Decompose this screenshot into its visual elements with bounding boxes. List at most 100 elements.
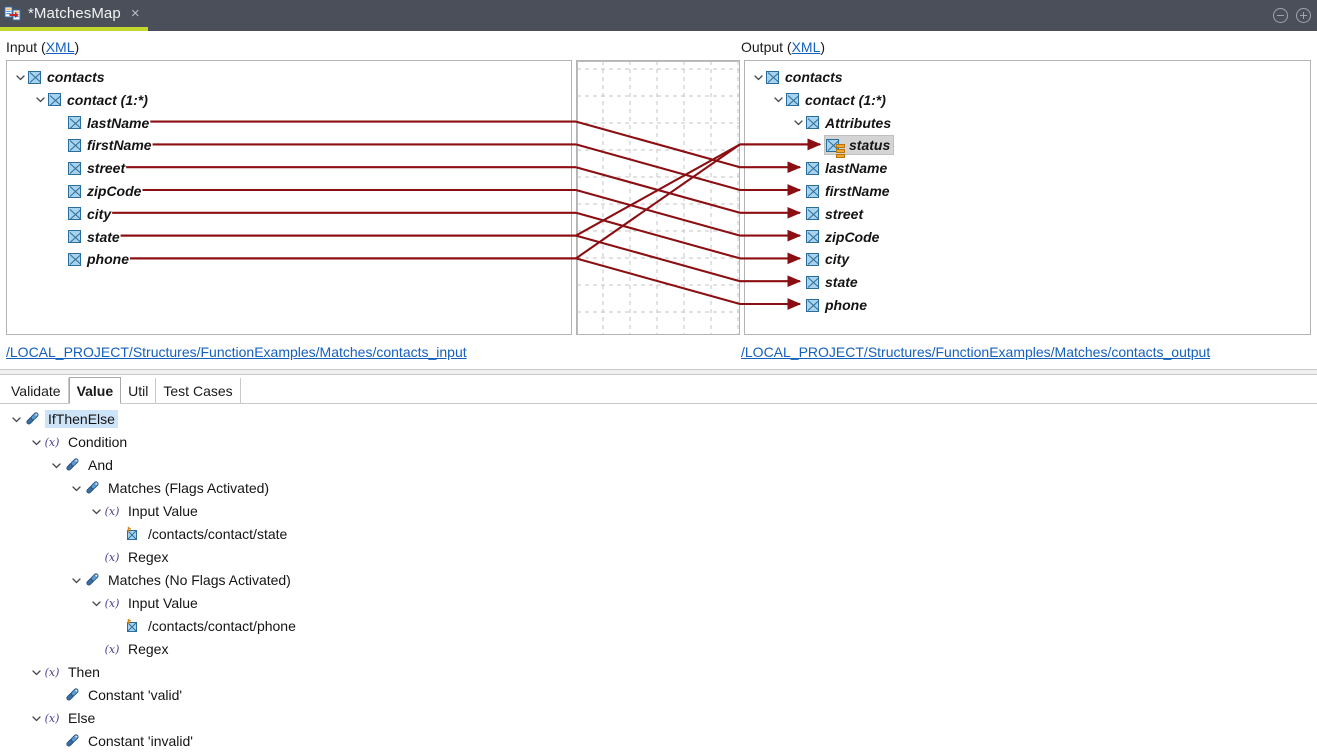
output-tree-row[interactable]: status: [745, 134, 895, 158]
chevron-down-icon[interactable]: [8, 408, 24, 430]
parameter-icon: (x): [104, 641, 120, 657]
chevron-down-icon[interactable]: [28, 431, 44, 453]
chevron-down-icon[interactable]: [771, 89, 785, 111]
tab-validate[interactable]: Validate: [4, 378, 69, 404]
tab-test-cases[interactable]: Test Cases: [156, 378, 241, 404]
output-tree-row[interactable]: phone: [745, 294, 870, 316]
editor-tab-matchesmap[interactable]: *MatchesMap ×: [0, 0, 148, 31]
tree-node[interactable]: contacts: [27, 68, 108, 86]
function-tree-row[interactable]: Matches (Flags Activated): [0, 477, 272, 499]
input-header: Input (XML): [6, 39, 79, 55]
tree-node[interactable]: lastName: [805, 159, 890, 177]
parameter-icon: (x): [44, 710, 60, 726]
tree-node[interactable]: firstName: [805, 182, 893, 200]
output-xml-link[interactable]: XML: [791, 39, 821, 55]
input-tree-row[interactable]: lastName: [7, 112, 152, 134]
tree-node[interactable]: contacts: [765, 68, 846, 86]
tab-label: Value: [76, 382, 114, 399]
function-tree-row[interactable]: (x)Regex: [0, 546, 171, 568]
input-tree-row[interactable]: firstName: [7, 134, 155, 156]
output-tree-row[interactable]: Attributes: [745, 112, 894, 134]
xpath-icon: [124, 618, 140, 634]
tree-node[interactable]: firstName: [67, 136, 155, 154]
tree-node[interactable]: phone: [67, 250, 132, 268]
chevron-down-icon[interactable]: [88, 500, 104, 522]
output-tree-row[interactable]: zipCode: [745, 226, 882, 248]
output-tree-row[interactable]: city: [745, 248, 852, 270]
input-path-link[interactable]: /LOCAL_PROJECT/Structures/FunctionExampl…: [6, 344, 467, 360]
input-tree-row[interactable]: contact (1:*): [7, 89, 151, 111]
function-tree-row[interactable]: And: [0, 454, 116, 476]
function-tree-row[interactable]: (x)Condition: [0, 431, 130, 453]
function-tree-row[interactable]: (x)Then: [0, 661, 103, 683]
function-tree-label: Constant 'invalid': [88, 733, 193, 749]
tree-node[interactable]: state: [805, 273, 861, 291]
tree-spacer: [791, 226, 805, 248]
input-tree-row[interactable]: city: [7, 203, 114, 225]
function-tree-row[interactable]: Constant 'invalid': [0, 730, 196, 752]
tree-node[interactable]: street: [805, 205, 866, 223]
mapping-grid: [577, 61, 739, 334]
input-tree-row[interactable]: street: [7, 157, 128, 179]
function-tree-label: /contacts/contact/state: [148, 526, 288, 542]
function-tree-row[interactable]: (x)Regex: [0, 638, 171, 660]
output-tree-row[interactable]: contacts: [745, 66, 846, 88]
output-tree-row[interactable]: firstName: [745, 180, 893, 202]
input-xml-link[interactable]: XML: [45, 39, 75, 55]
panel-splitter[interactable]: [0, 369, 1317, 375]
tree-spacer: [108, 523, 124, 545]
function-tree-row[interactable]: IfThenElse: [0, 408, 118, 430]
input-tree-row[interactable]: contacts: [7, 66, 108, 88]
chevron-down-icon[interactable]: [48, 454, 64, 476]
input-structure-panel[interactable]: contacts contact (1:*) lastName firstName st…: [6, 60, 572, 335]
tree-node[interactable]: state: [67, 228, 123, 246]
tree-node[interactable]: zipCode: [805, 228, 882, 246]
chevron-down-icon[interactable]: [13, 66, 27, 88]
tree-node[interactable]: contact (1:*): [47, 91, 151, 109]
tree-node[interactable]: zipCode: [67, 182, 144, 200]
title-bar: *MatchesMap ×: [0, 0, 1317, 31]
function-tree-row[interactable]: /contacts/contact/state: [0, 523, 290, 545]
tree-node[interactable]: phone: [805, 296, 870, 314]
tree-spacer: [53, 157, 67, 179]
chevron-down-icon[interactable]: [68, 477, 84, 499]
output-tree-row[interactable]: street: [745, 203, 866, 225]
output-path-link[interactable]: /LOCAL_PROJECT/Structures/FunctionExampl…: [741, 344, 1211, 360]
function-tree-row[interactable]: (x)Input Value: [0, 592, 201, 614]
function-tree-row[interactable]: Matches (No Flags Activated): [0, 569, 294, 591]
output-tree-row[interactable]: contact (1:*): [745, 89, 889, 111]
minimize-icon[interactable]: [1273, 8, 1288, 23]
tree-node[interactable]: lastName: [67, 114, 152, 132]
input-tree-row[interactable]: phone: [7, 248, 132, 270]
input-tree-row[interactable]: zipCode: [7, 180, 144, 202]
tree-node-label: phone: [87, 251, 129, 268]
mapping-grid-panel[interactable]: [576, 60, 740, 335]
tree-node[interactable]: city: [67, 205, 114, 223]
function-tree-row[interactable]: Constant 'valid': [0, 684, 185, 706]
output-tree-row[interactable]: lastName: [745, 157, 890, 179]
tree-spacer: [53, 248, 67, 270]
chevron-down-icon[interactable]: [751, 66, 765, 88]
tree-node[interactable]: city: [805, 250, 852, 268]
function-tree-row[interactable]: /contacts/contact/phone: [0, 615, 299, 637]
close-icon[interactable]: ×: [130, 5, 140, 22]
function-tree-row[interactable]: (x)Input Value: [0, 500, 201, 522]
tree-node[interactable]: street: [67, 159, 128, 177]
tree-node[interactable]: status: [823, 135, 895, 158]
chevron-down-icon[interactable]: [68, 569, 84, 591]
function-tree-row[interactable]: (x)Else: [0, 707, 98, 729]
element-icon: [68, 116, 81, 130]
chevron-down-icon[interactable]: [28, 661, 44, 683]
chevron-down-icon[interactable]: [88, 592, 104, 614]
chevron-down-icon[interactable]: [28, 707, 44, 729]
chevron-down-icon[interactable]: [33, 89, 47, 111]
output-tree-row[interactable]: state: [745, 271, 861, 293]
chevron-down-icon[interactable]: [791, 112, 805, 134]
input-tree-row[interactable]: state: [7, 226, 123, 248]
tab-util[interactable]: Util: [121, 378, 157, 404]
maximize-icon[interactable]: [1296, 8, 1311, 23]
tree-node[interactable]: Attributes: [805, 114, 894, 132]
tab-value[interactable]: Value: [68, 377, 122, 404]
tree-node[interactable]: contact (1:*): [785, 91, 889, 109]
